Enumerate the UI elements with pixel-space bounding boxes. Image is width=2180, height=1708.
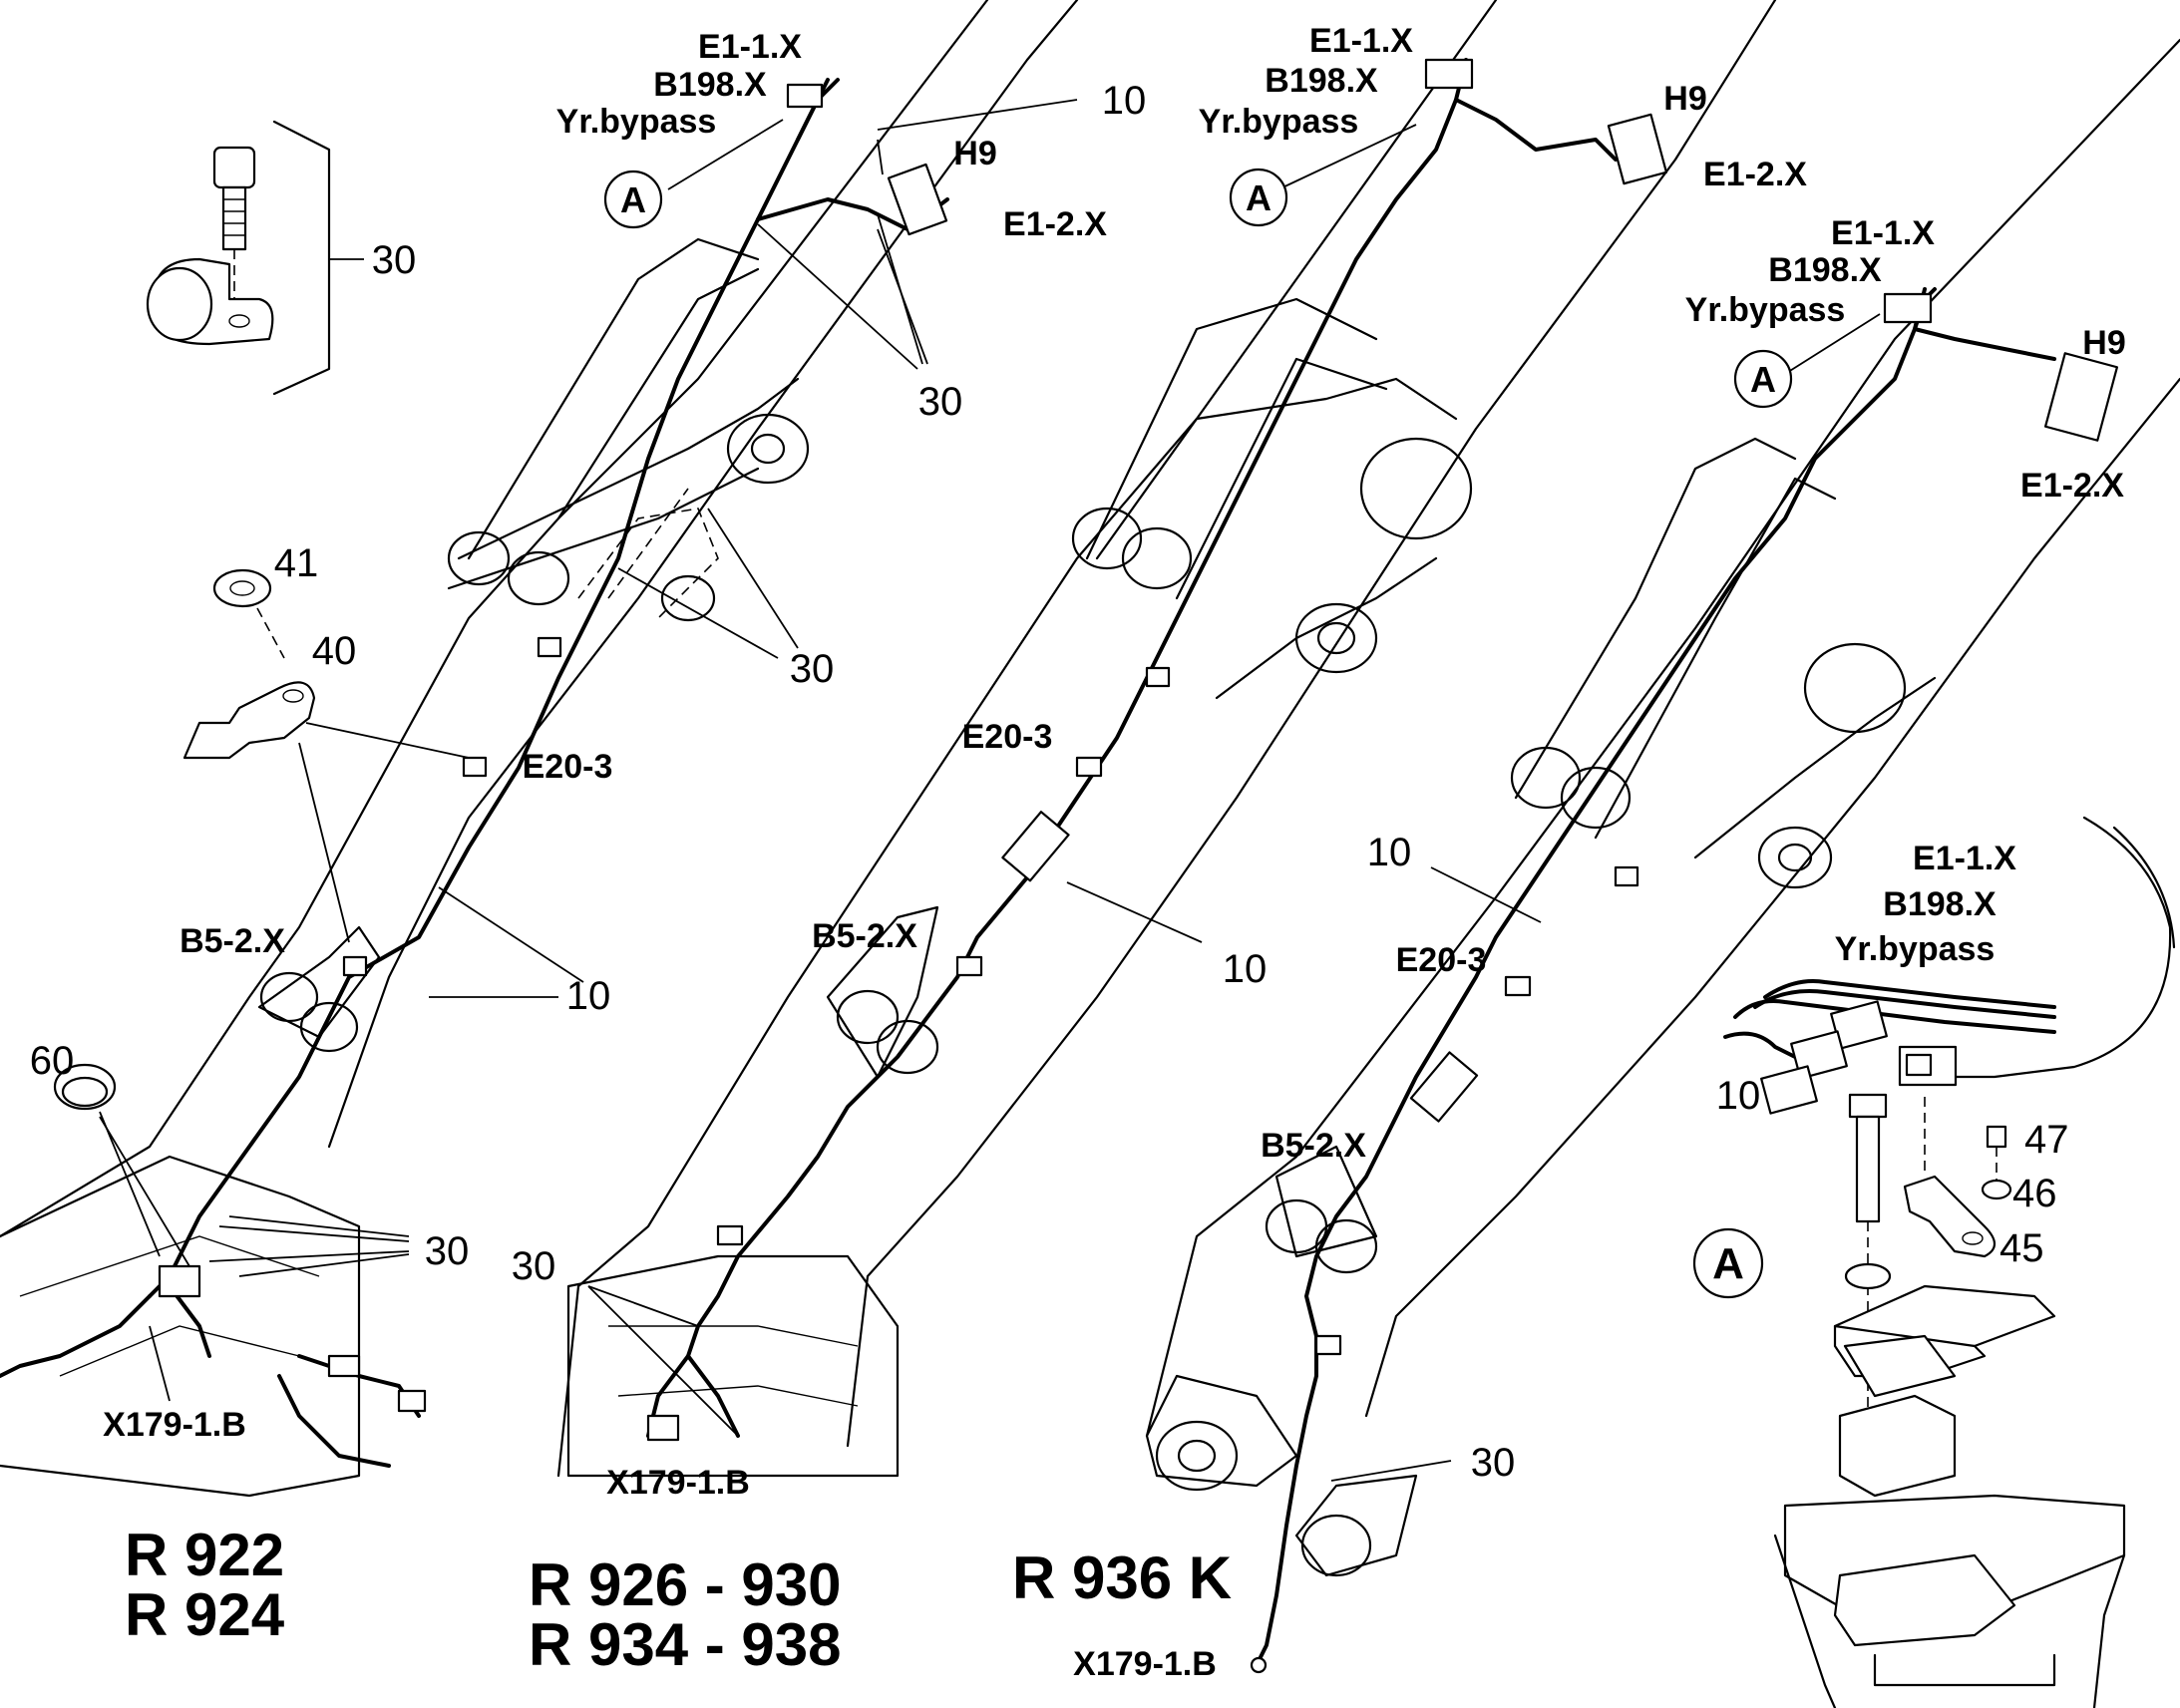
model-r936k: R 936 K: [1012, 1544, 1232, 1611]
label-h9-middle: H9: [1663, 80, 1706, 118]
num-30-boom2-base: 30: [512, 1244, 556, 1288]
callout-a-1: A: [620, 179, 646, 220]
label-e1-1x-right: E1-1.X: [1831, 214, 1935, 252]
label-h9-right: H9: [2082, 324, 2125, 362]
num-10-boom3: 10: [1367, 831, 1412, 874]
num-47: 47: [2024, 1118, 2069, 1162]
label-b5-2x-middle: B5-2.X: [812, 917, 917, 955]
label-yr-bypass-detail: Yr.bypass: [1835, 930, 1996, 968]
leader-lines: [149, 99, 1881, 1482]
num-41: 41: [274, 541, 319, 585]
model-r924: R 924: [125, 1581, 285, 1648]
label-b5-2x-right: B5-2.X: [1261, 1127, 1366, 1165]
num-10-boom1-low: 10: [566, 974, 611, 1018]
label-yr-bypass-right: Yr.bypass: [1685, 291, 1846, 329]
label-yr-bypass-middle: Yr.bypass: [1199, 103, 1359, 141]
num-30-clip: 30: [372, 238, 417, 282]
num-30-boom1-top: 30: [918, 380, 963, 424]
label-e20-3-middle: E20-3: [962, 718, 1053, 756]
label-e1-2x-middle: E1-2.X: [1703, 156, 1807, 193]
boom-left: [0, 0, 1079, 1498]
label-x179-1b-middle: X179-1.B: [606, 1464, 750, 1502]
label-h9-left: H9: [953, 135, 996, 172]
label-x179-1b-left: X179-1.B: [103, 1406, 246, 1444]
detail-a: [1723, 816, 2176, 1708]
label-b198x-left: B198.X: [653, 66, 767, 104]
num-30-boom3: 30: [1471, 1441, 1516, 1485]
callout-a-3: A: [1750, 359, 1776, 400]
num-10-detail: 10: [1716, 1074, 1761, 1118]
label-e1-1x-middle: E1-1.X: [1309, 22, 1413, 60]
label-e20-3-left: E20-3: [523, 748, 613, 786]
label-b198x-middle: B198.X: [1265, 62, 1378, 100]
grommet-detail-60: [53, 1063, 190, 1267]
model-r922: R 922: [125, 1522, 284, 1588]
bracket-detail-40-41: [182, 568, 470, 943]
callout-circles: [603, 168, 1793, 1299]
label-e20-3-right: E20-3: [1396, 941, 1487, 979]
label-b198x-detail: B198.X: [1883, 885, 1997, 923]
label-yr-bypass-left: Yr.bypass: [556, 103, 717, 141]
label-e1-1x-left: E1-1.X: [698, 28, 802, 66]
num-40: 40: [312, 629, 357, 673]
label-e1-1x-detail: E1-1.X: [1913, 840, 2016, 877]
model-r926-930: R 926 - 930: [529, 1551, 842, 1618]
num-60: 60: [30, 1039, 75, 1083]
callout-a-detail: A: [1712, 1239, 1744, 1288]
callout-a-2: A: [1246, 177, 1272, 218]
label-e1-2x-right: E1-2.X: [2020, 467, 2124, 505]
num-46: 46: [2012, 1172, 2057, 1215]
boom-right: [1145, 38, 2180, 1674]
num-10-boom1-top: 10: [1102, 79, 1147, 123]
num-10-boom2: 10: [1223, 947, 1268, 991]
label-e1-2x-left: E1-2.X: [1003, 205, 1107, 243]
num-30-boom1-base: 30: [425, 1229, 470, 1273]
label-x179-1b-right: X179-1.B: [1073, 1645, 1217, 1683]
label-b198x-right: B198.X: [1768, 251, 1882, 289]
clip-detail-30: [146, 120, 364, 396]
label-b5-2x-left: B5-2.X: [180, 922, 285, 960]
boom-middle: [556, 0, 1777, 1478]
model-r934-938: R 934 - 938: [529, 1611, 842, 1678]
num-30-boom1-mid: 30: [790, 647, 835, 691]
num-45: 45: [1999, 1226, 2044, 1270]
